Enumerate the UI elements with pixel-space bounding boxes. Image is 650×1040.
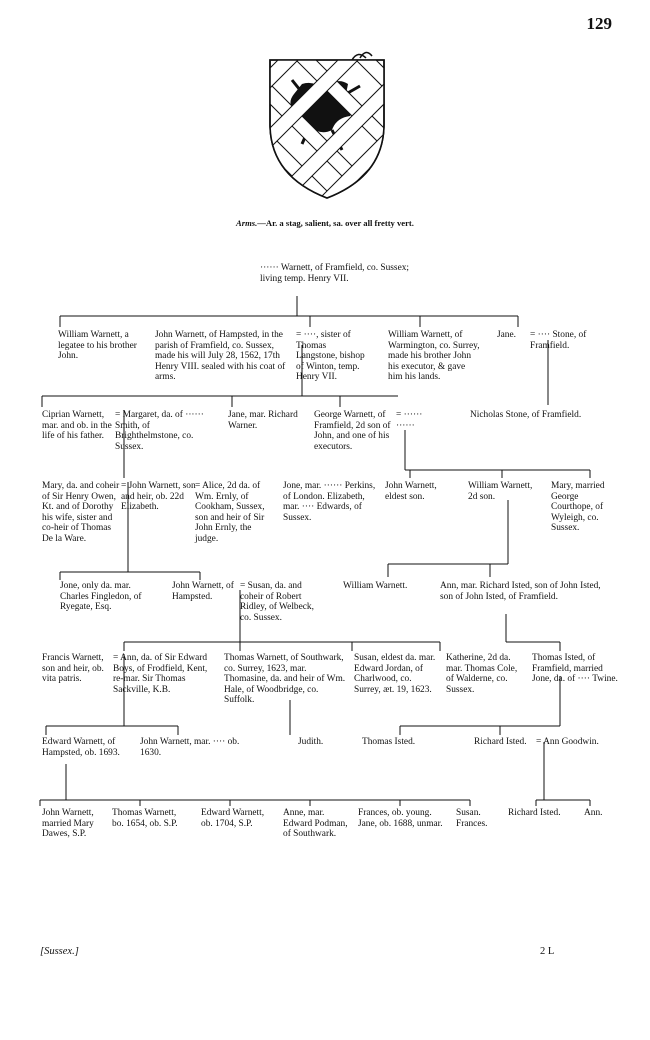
person-george: George Warnett, of Framfield, 2d son of … bbox=[314, 410, 391, 452]
person-frances-jane: Frances, ob. young. Jane, ob. 1688, unma… bbox=[358, 808, 443, 829]
person-ann-boys: = Ann, da. of Sir Edward Boys, of Frodfi… bbox=[113, 653, 208, 695]
person-richard-isted: Richard Isted. bbox=[474, 737, 527, 747]
person-jane: Jane. bbox=[497, 330, 517, 340]
person-katherine-cole: Katherine, 2d da. mar. Thomas Cole, of W… bbox=[446, 653, 518, 695]
person-john-dawes: John Warnett, married Mary Dawes, S.P. bbox=[42, 808, 94, 840]
page-number: 129 bbox=[586, 14, 613, 33]
person-john-hampsted-sr: John Warnett, of Hampsted, in the parish… bbox=[155, 330, 286, 383]
person-nicholas-stone: Nicholas Stone, of Framfield. bbox=[470, 410, 582, 420]
person-george-wife: = ······ ······ bbox=[396, 410, 423, 431]
person-ciprian: Ciprian Warnett, mar. and ob. in the lif… bbox=[42, 410, 112, 442]
person-john-eldest: John Warnett, eldest son. bbox=[385, 481, 437, 502]
person-john-son-heir: = John Warnett, son and heir, ob. 22d El… bbox=[121, 481, 196, 513]
person-ann-isted: Ann, mar. Richard Isted, son of John Ist… bbox=[440, 581, 601, 602]
arms-label: Arms. bbox=[236, 218, 258, 228]
person-william-warnett-g4: William Warnett. bbox=[343, 581, 408, 591]
arms-blazon: Arms.—Ar. a stag, salient, sa. over all … bbox=[0, 218, 650, 228]
person-mary-owen: Mary, da. and coheir of Sir Henry Owen, … bbox=[42, 481, 120, 544]
footer-left: [Sussex.] bbox=[40, 946, 79, 957]
person-jone-perkins: Jone, mar. ······ Perkins, of London. El… bbox=[283, 481, 376, 523]
person-alice-ernly: = Alice, 2d da. of Wm. Ernly, of Cookham… bbox=[195, 481, 265, 544]
person-root: ······ Warnett, of Framfield, co. Sussex… bbox=[260, 263, 410, 284]
person-thomas-southwark: Thomas Warnett, of Southwark, co. Surrey… bbox=[224, 653, 346, 706]
person-william-legatee: William Warnett, a legatee to his brothe… bbox=[58, 330, 137, 362]
person-francis: Francis Warnett, son and heir, ob. vita … bbox=[42, 653, 104, 685]
person-edward-1704: Edward Warnett, ob. 1704, S.P. bbox=[201, 808, 265, 829]
person-john-1630: John Warnett, mar. ···· ob. 1630. bbox=[140, 737, 240, 758]
person-jane-warner: Jane, mar. Richard Warner. bbox=[228, 410, 298, 431]
person-stone: = ···· Stone, of Framfield. bbox=[530, 330, 587, 351]
person-susan-jordan: Susan, eldest da. mar. Edward Jordan, of… bbox=[354, 653, 436, 695]
person-thomas-1654: Thomas Warnett, bo. 1654, ob. S.P. bbox=[112, 808, 178, 829]
arms-text: —Ar. a stag, salient, sa. over all frett… bbox=[257, 218, 414, 228]
person-jone-fingledon: Jone, only da. mar. Charles Fingledon, o… bbox=[60, 581, 142, 613]
person-thomas-isted-framfield: Thomas Isted, of Framfield, married Jone… bbox=[532, 653, 618, 685]
person-ann-goodwin: = Ann Goodwin. bbox=[536, 737, 599, 747]
person-john-of-hampsted: John Warnett, of Hampsted. bbox=[172, 581, 234, 602]
person-william-2d-son: William Warnett, 2d son. bbox=[468, 481, 533, 502]
person-william-warmington: William Warnett, of Warmington, co. Surr… bbox=[388, 330, 480, 383]
coat-of-arms-shield bbox=[269, 51, 385, 199]
person-edward-hampsted: Edward Warnett, of Hampsted, ob. 1693. bbox=[42, 737, 120, 758]
person-judith: Judith. bbox=[298, 737, 324, 747]
person-margaret-smith: = Margaret, da. of ······ Smith, of Brig… bbox=[115, 410, 204, 452]
footer-right: 2 L bbox=[540, 946, 555, 957]
person-mary-courthope: Mary, married George Courthope, of Wylei… bbox=[551, 481, 605, 534]
person-thomas-isted: Thomas Isted. bbox=[362, 737, 416, 747]
person-richard-isted-g7: Richard Isted. bbox=[508, 808, 561, 818]
person-susan-ridley: = Susan, da. and coheir of Robert Ridley… bbox=[240, 581, 314, 623]
person-susan-frances: Susan. Frances. bbox=[456, 808, 488, 829]
person-sister-langstone: = ····, sister of Thomas Langstone, bish… bbox=[296, 330, 365, 383]
person-anne-podman: Anne, mar. Edward Podman, of Southwark. bbox=[283, 808, 348, 840]
person-ann-g7: Ann. bbox=[584, 808, 603, 818]
